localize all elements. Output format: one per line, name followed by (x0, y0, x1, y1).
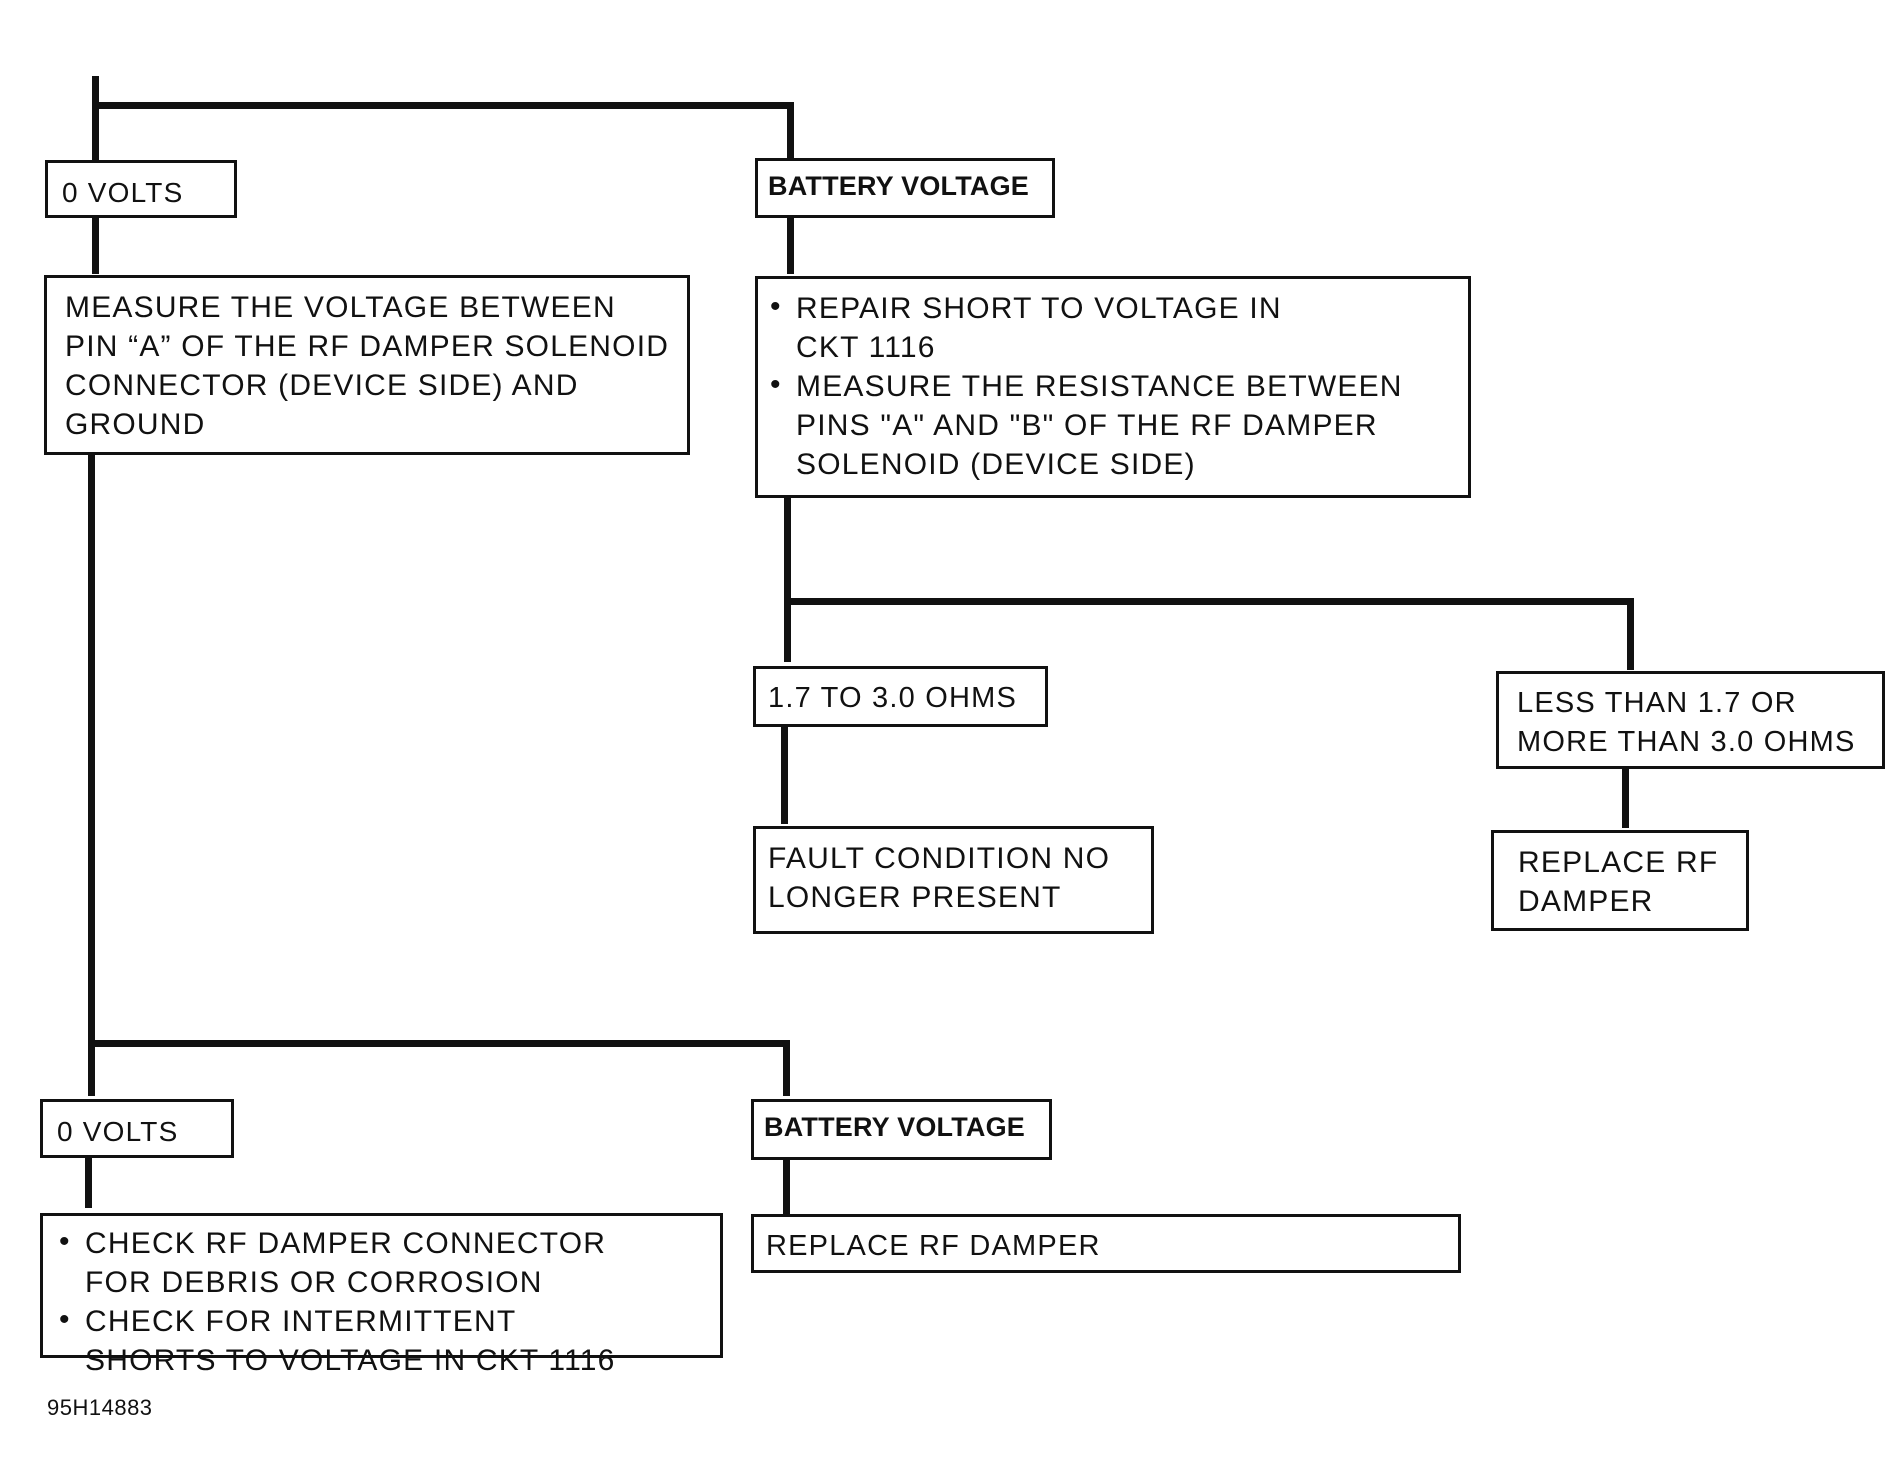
repair-bullet-1-line-2: CKT 1116 (796, 331, 936, 364)
check-bullet-2-line-2: SHORTS TO VOLTAGE IN CKT 1116 (85, 1344, 616, 1377)
node-replace-rf-damper-bottom-label: REPLACE RF DAMPER (766, 1230, 1101, 1262)
repair-bullet-2-line-3: SOLENOID (DEVICE SIDE) (796, 448, 1196, 481)
node-bottom-battery-voltage: BATTERY VOLTAGE (751, 1099, 1052, 1160)
check-bullet-1: CHECK RF DAMPER CONNECTOR FOR DEBRIS OR … (57, 1222, 706, 1302)
node-measure-voltage: MEASURE THE VOLTAGE BETWEEN PIN “A” OF T… (44, 275, 690, 455)
check-bullet-list: CHECK RF DAMPER CONNECTOR FOR DEBRIS OR … (57, 1222, 706, 1380)
node-bottom-battery-voltage-label: BATTERY VOLTAGE (764, 1112, 1026, 1142)
fault-line-1: FAULT CONDITION NO (768, 842, 1111, 875)
connector-top-branch (92, 102, 794, 109)
measure-line-1: MEASURE THE VOLTAGE BETWEEN (65, 291, 616, 324)
node-top-battery-voltage-label: BATTERY VOLTAGE (768, 171, 1030, 201)
node-ohms-in-range-label: 1.7 TO 3.0 OHMS (768, 682, 1018, 714)
repair-bullet-1: REPAIR SHORT TO VOLTAGE IN CKT 1116 (768, 287, 1454, 367)
node-replace-rf-damper-bottom: REPLACE RF DAMPER (751, 1214, 1461, 1273)
repair-bullet-2: MEASURE THE RESISTANCE BETWEEN PINS "A" … (768, 365, 1454, 484)
node-bottom-zero-volts: 0 VOLTS (40, 1099, 234, 1158)
repair-bullet-2-line-1: MEASURE THE RESISTANCE BETWEEN (796, 370, 1403, 403)
node-top-zero-volts: 0 VOLTS (45, 160, 237, 218)
connector-inrange-to-fault (781, 720, 788, 824)
check-bullet-2-line-1: CHECK FOR INTERMITTENT (85, 1305, 517, 1338)
repair-bullet-1-line-1: REPAIR SHORT TO VOLTAGE IN (796, 292, 1282, 325)
check-bullet-2: CHECK FOR INTERMITTENT SHORTS TO VOLTAGE… (57, 1300, 706, 1380)
measure-line-4: GROUND (65, 408, 206, 441)
outrange-line-2: MORE THAN 3.0 OHMS (1517, 726, 1856, 758)
outrange-line-1: LESS THAN 1.7 OR (1517, 687, 1797, 719)
connector-ohms-branch (784, 598, 1634, 605)
connector-outrange-to-replace (1622, 762, 1629, 828)
node-top-zero-volts-label: 0 VOLTS (62, 177, 184, 208)
measure-line-3: CONNECTOR (DEVICE SIDE) AND (65, 369, 579, 402)
repair-bullet-2-line-2: PINS "A" AND "B" OF THE RF DAMPER (796, 409, 1378, 442)
replace-right-line-2: DAMPER (1518, 885, 1654, 918)
check-bullet-1-line-1: CHECK RF DAMPER CONNECTOR (85, 1227, 607, 1260)
connector-zero-to-measure (92, 214, 99, 274)
node-check-connector: CHECK RF DAMPER CONNECTOR FOR DEBRIS OR … (40, 1213, 723, 1377)
connector-bottom-branch (88, 1040, 790, 1047)
connector-to-battery-top (787, 102, 794, 162)
connector-main-trunk (88, 448, 95, 1046)
node-top-battery-voltage: BATTERY VOLTAGE (755, 158, 1055, 218)
node-ohms-out-of-range: LESS THAN 1.7 OR MORE THAN 3.0 OHMS (1496, 671, 1885, 769)
measure-line-2: PIN “A” OF THE RF DAMPER SOLENOID (65, 330, 670, 363)
node-fault-no-longer-present: FAULT CONDITION NO LONGER PRESENT (753, 826, 1154, 934)
node-replace-rf-damper-right: REPLACE RF DAMPER (1491, 830, 1749, 931)
node-ohms-in-range: 1.7 TO 3.0 OHMS (753, 666, 1048, 727)
connector-battery-to-replace (783, 1148, 790, 1214)
connector-to-out-of-range (1627, 598, 1634, 670)
node-bottom-zero-volts-label: 0 VOLTS (57, 1116, 179, 1147)
check-bullet-1-line-2: FOR DEBRIS OR CORROSION (85, 1266, 543, 1299)
connector-battery-to-repair (787, 214, 794, 274)
node-repair-short: REPAIR SHORT TO VOLTAGE IN CKT 1116 MEAS… (755, 276, 1471, 498)
connector-to-battery-bottom (783, 1040, 790, 1096)
connector-zero-to-check (85, 1148, 92, 1208)
connector-to-zero-bottom (88, 1040, 95, 1096)
replace-right-line-1: REPLACE RF (1518, 846, 1719, 879)
figure-id: 95H14883 (47, 1395, 153, 1420)
fault-line-2: LONGER PRESENT (768, 881, 1062, 914)
connector-trunk-top (92, 76, 99, 174)
connector-repair-down (784, 490, 791, 662)
repair-bullet-list: REPAIR SHORT TO VOLTAGE IN CKT 1116 MEAS… (768, 287, 1454, 484)
